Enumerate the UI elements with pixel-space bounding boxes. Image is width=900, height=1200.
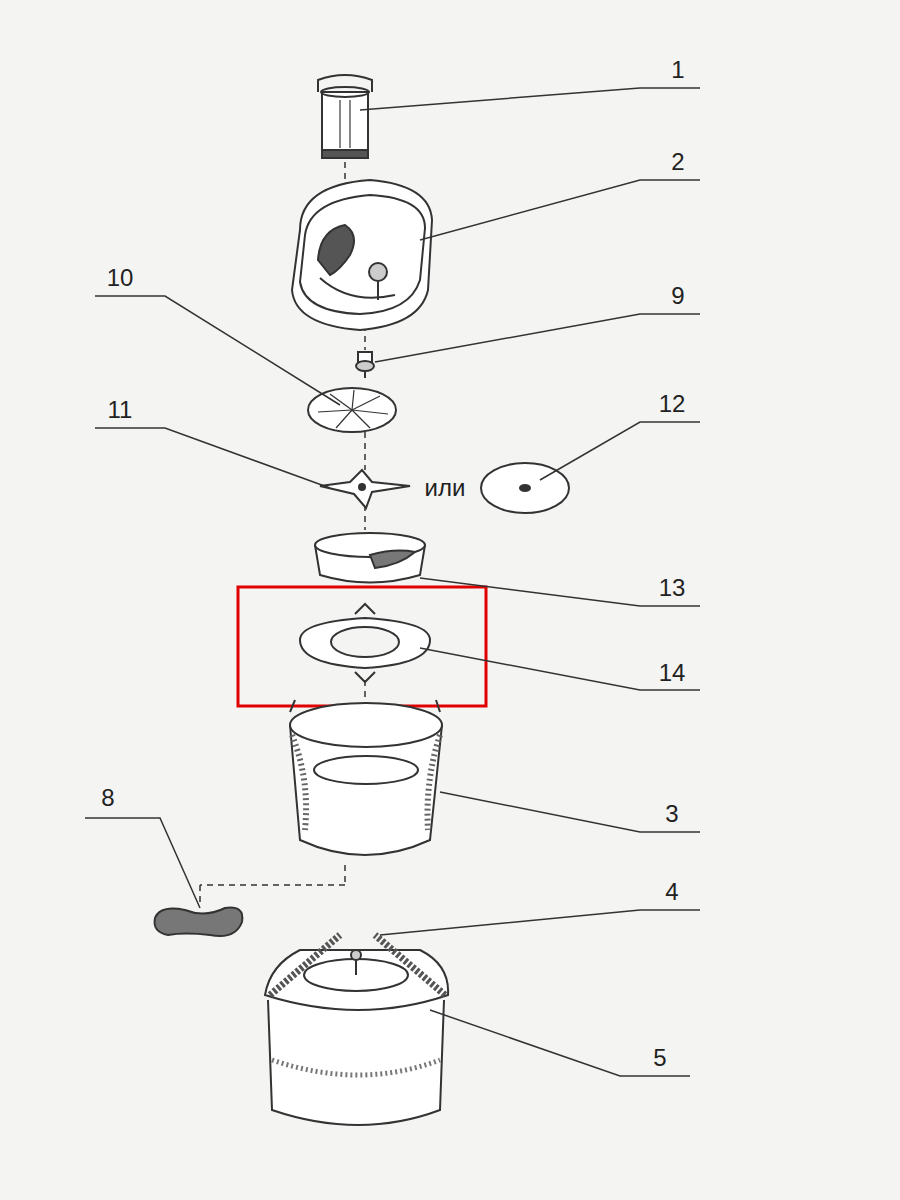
bowl-part — [290, 700, 442, 855]
callout-number: 10 — [107, 266, 134, 290]
leader-line — [85, 88, 700, 1076]
callout-number: 14 — [659, 661, 686, 685]
callout-number: 3 — [665, 802, 678, 826]
callout-number: 12 — [659, 392, 686, 416]
callout-number: 13 — [659, 576, 686, 600]
callout-number: 9 — [671, 284, 684, 308]
grater-disk-part — [308, 388, 396, 432]
callout-number: 2 — [671, 150, 684, 174]
sieve-part — [315, 533, 425, 583]
nut-part — [356, 352, 374, 378]
callout-number: 1 — [671, 58, 684, 82]
lid-part — [292, 180, 432, 330]
callout-number: 5 — [653, 1046, 666, 1070]
knife-part — [320, 470, 410, 508]
conjunction-text: или — [425, 476, 466, 500]
pusher-part — [318, 75, 372, 158]
foot-part — [155, 908, 243, 937]
callout-number: 11 — [108, 398, 133, 422]
callout-number: 4 — [665, 880, 678, 904]
highlight-frame — [238, 587, 486, 706]
gasket-part — [300, 604, 430, 682]
callout-number: 8 — [101, 786, 114, 810]
base-part — [265, 935, 448, 1125]
